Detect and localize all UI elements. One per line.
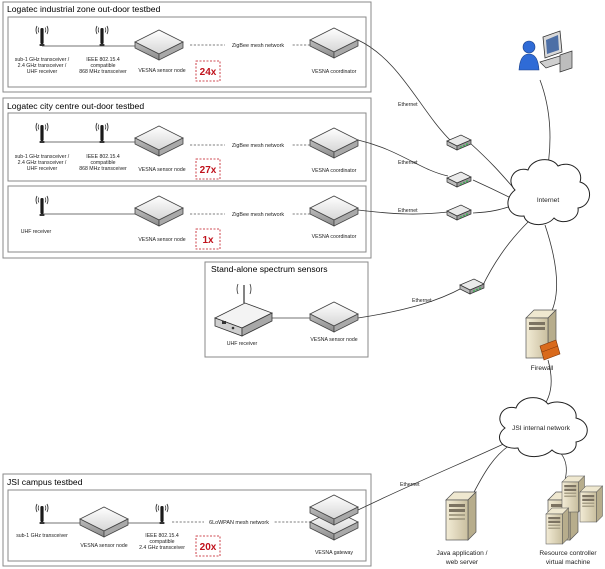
industrial-coordinator-label: VESNA coordinator bbox=[312, 69, 357, 75]
industrial-row: sub-1 GHz transceiver / 2.4 GHz transcei… bbox=[15, 25, 359, 82]
controller-line1: Resource controller bbox=[539, 550, 597, 557]
standalone-title: Stand-alone spectrum sensors bbox=[211, 264, 328, 274]
campus-count: 20x bbox=[200, 542, 217, 553]
count-box bbox=[195, 535, 221, 557]
standalone-node-label: VESNA sensor node bbox=[310, 337, 357, 343]
standalone-uhf-label: UHF receiver bbox=[227, 341, 258, 347]
city-antenna1-line2: 2.4 GHz transceiver / bbox=[18, 160, 67, 166]
antenna-icon bbox=[35, 503, 49, 525]
industrial-antenna2-line2: compatible bbox=[90, 63, 115, 69]
count-box bbox=[195, 158, 221, 180]
city-node2-label: VESNA sensor node bbox=[138, 237, 185, 243]
campus-node-label: VESNA sensor node bbox=[80, 543, 127, 549]
industrial-antenna1-line3: UHF receiver bbox=[27, 69, 58, 75]
antenna-icon bbox=[35, 195, 49, 217]
vesna-coordinator-icon bbox=[309, 195, 359, 227]
industrial-testbed-frame bbox=[2, 1, 372, 93]
vesna-node-icon bbox=[79, 506, 129, 538]
ethernet-label: Ethernet bbox=[398, 102, 418, 108]
internet-label: Internet bbox=[537, 197, 560, 204]
internal-network-cloud-icon bbox=[499, 397, 588, 457]
web-server-icon bbox=[445, 491, 477, 541]
ethernet-label: Ethernet bbox=[400, 482, 420, 488]
city-coordinator-label: VESNA coordinator bbox=[312, 168, 357, 174]
standalone-row: UHF receiver VESNA sensor node bbox=[213, 283, 359, 347]
count-box bbox=[195, 60, 221, 82]
vesna-node-icon bbox=[134, 29, 184, 61]
city-antenna1-line1: sub-1 GHz transceiver / bbox=[15, 154, 70, 160]
vesna-gateway-icon bbox=[309, 494, 359, 541]
city-count: 27x bbox=[200, 165, 217, 176]
antenna-icon bbox=[155, 503, 169, 525]
campus-title: JSI campus testbed bbox=[7, 477, 83, 487]
industrial-mesh-label: ZigBee mesh network bbox=[232, 43, 284, 49]
switch-icon bbox=[446, 204, 472, 221]
vesna-coordinator-icon bbox=[309, 27, 359, 59]
antenna-icon bbox=[35, 25, 49, 47]
campus-mesh-label: 6LoWPAN mesh network bbox=[209, 520, 269, 526]
city-row-1: sub-1 GHz transceiver / 2.4 GHz transcei… bbox=[15, 122, 359, 180]
city-antenna2-line1: IEEE 802.15.4 bbox=[86, 154, 120, 160]
campus-antenna2-line2: compatible bbox=[149, 539, 174, 545]
vesna-node-icon bbox=[134, 125, 184, 157]
uhf-receiver-icon bbox=[213, 283, 274, 337]
campus-antenna2-line3: 2.4 GHz transceiver bbox=[139, 545, 185, 551]
count-box bbox=[195, 228, 221, 250]
switch-icon bbox=[446, 171, 472, 188]
industrial-node-label: VESNA sensor node bbox=[138, 68, 185, 74]
city-title: Logatec city centre out-door testbed bbox=[7, 101, 144, 111]
city-antenna2-line2: compatible bbox=[90, 160, 115, 166]
webserver-line1: Java application / bbox=[437, 550, 488, 557]
city-testbed-frame bbox=[2, 97, 372, 259]
city-node-label: VESNA sensor node bbox=[138, 167, 185, 173]
campus-sub-frame bbox=[7, 489, 367, 562]
city-uhf-label: UHF receiver bbox=[21, 229, 52, 235]
city-coordinator2-label: VESNA coordinator bbox=[312, 234, 357, 240]
industrial-title: Logatec industrial zone out-door testbed bbox=[7, 4, 161, 14]
industrial-antenna2-line3: 868 MHz transceiver bbox=[79, 69, 127, 75]
campus-antenna1-label: sub-1 GHz transceiver bbox=[16, 533, 68, 539]
switch-icon bbox=[446, 134, 472, 151]
internet-cloud-icon bbox=[507, 159, 590, 225]
firewall-label: Firewall bbox=[531, 365, 554, 372]
vesna-node-icon bbox=[309, 301, 359, 333]
ethernet-label: Ethernet bbox=[398, 160, 418, 166]
controller-line2: virtual machine bbox=[546, 559, 591, 566]
city-mesh2-label: ZigBee mesh network bbox=[232, 212, 284, 218]
campus-row: sub-1 GHz transceiver VESNA sensor node … bbox=[16, 494, 359, 557]
city-row-2: UHF receiver VESNA sensor node 1x ZigBee… bbox=[21, 195, 359, 250]
switch-icon bbox=[459, 278, 485, 295]
resource-controller-icon bbox=[545, 475, 603, 545]
industrial-sub-frame bbox=[7, 16, 367, 88]
ethernet-label: Ethernet bbox=[412, 298, 432, 304]
campus-gateway-label: VESNA gateway bbox=[315, 550, 353, 556]
firewall-icon bbox=[525, 309, 561, 361]
industrial-antenna2-line1: IEEE 802.15.4 bbox=[86, 57, 120, 63]
city-count2: 1x bbox=[202, 235, 214, 246]
vesna-coordinator-icon bbox=[309, 127, 359, 159]
industrial-antenna1-line2: 2.4 GHz transceiver / bbox=[18, 63, 67, 69]
campus-antenna2-line1: IEEE 802.15.4 bbox=[145, 533, 179, 539]
antenna-icon bbox=[95, 25, 109, 47]
internal-network-label: JSI internal network bbox=[512, 425, 571, 432]
campus-testbed-frame bbox=[2, 473, 372, 567]
city-antenna1-line3: UHF receiver bbox=[27, 166, 58, 172]
city-antenna2-line3: 868 MHz transceiver bbox=[79, 166, 127, 172]
antenna-icon bbox=[35, 122, 49, 144]
webserver-line2: web server bbox=[445, 559, 479, 566]
city-sub-frame-1 bbox=[7, 112, 367, 182]
city-sub-frame-2 bbox=[7, 185, 367, 253]
vesna-node-icon bbox=[134, 195, 184, 227]
city-mesh-label: ZigBee mesh network bbox=[232, 143, 284, 149]
industrial-count: 24x bbox=[200, 67, 217, 78]
user-computer-icon bbox=[518, 30, 573, 73]
antenna-icon bbox=[95, 122, 109, 144]
ethernet-label: Ethernet bbox=[398, 208, 418, 214]
industrial-antenna1-line1: sub-1 GHz transceiver / bbox=[15, 57, 70, 63]
standalone-frame bbox=[204, 261, 369, 358]
